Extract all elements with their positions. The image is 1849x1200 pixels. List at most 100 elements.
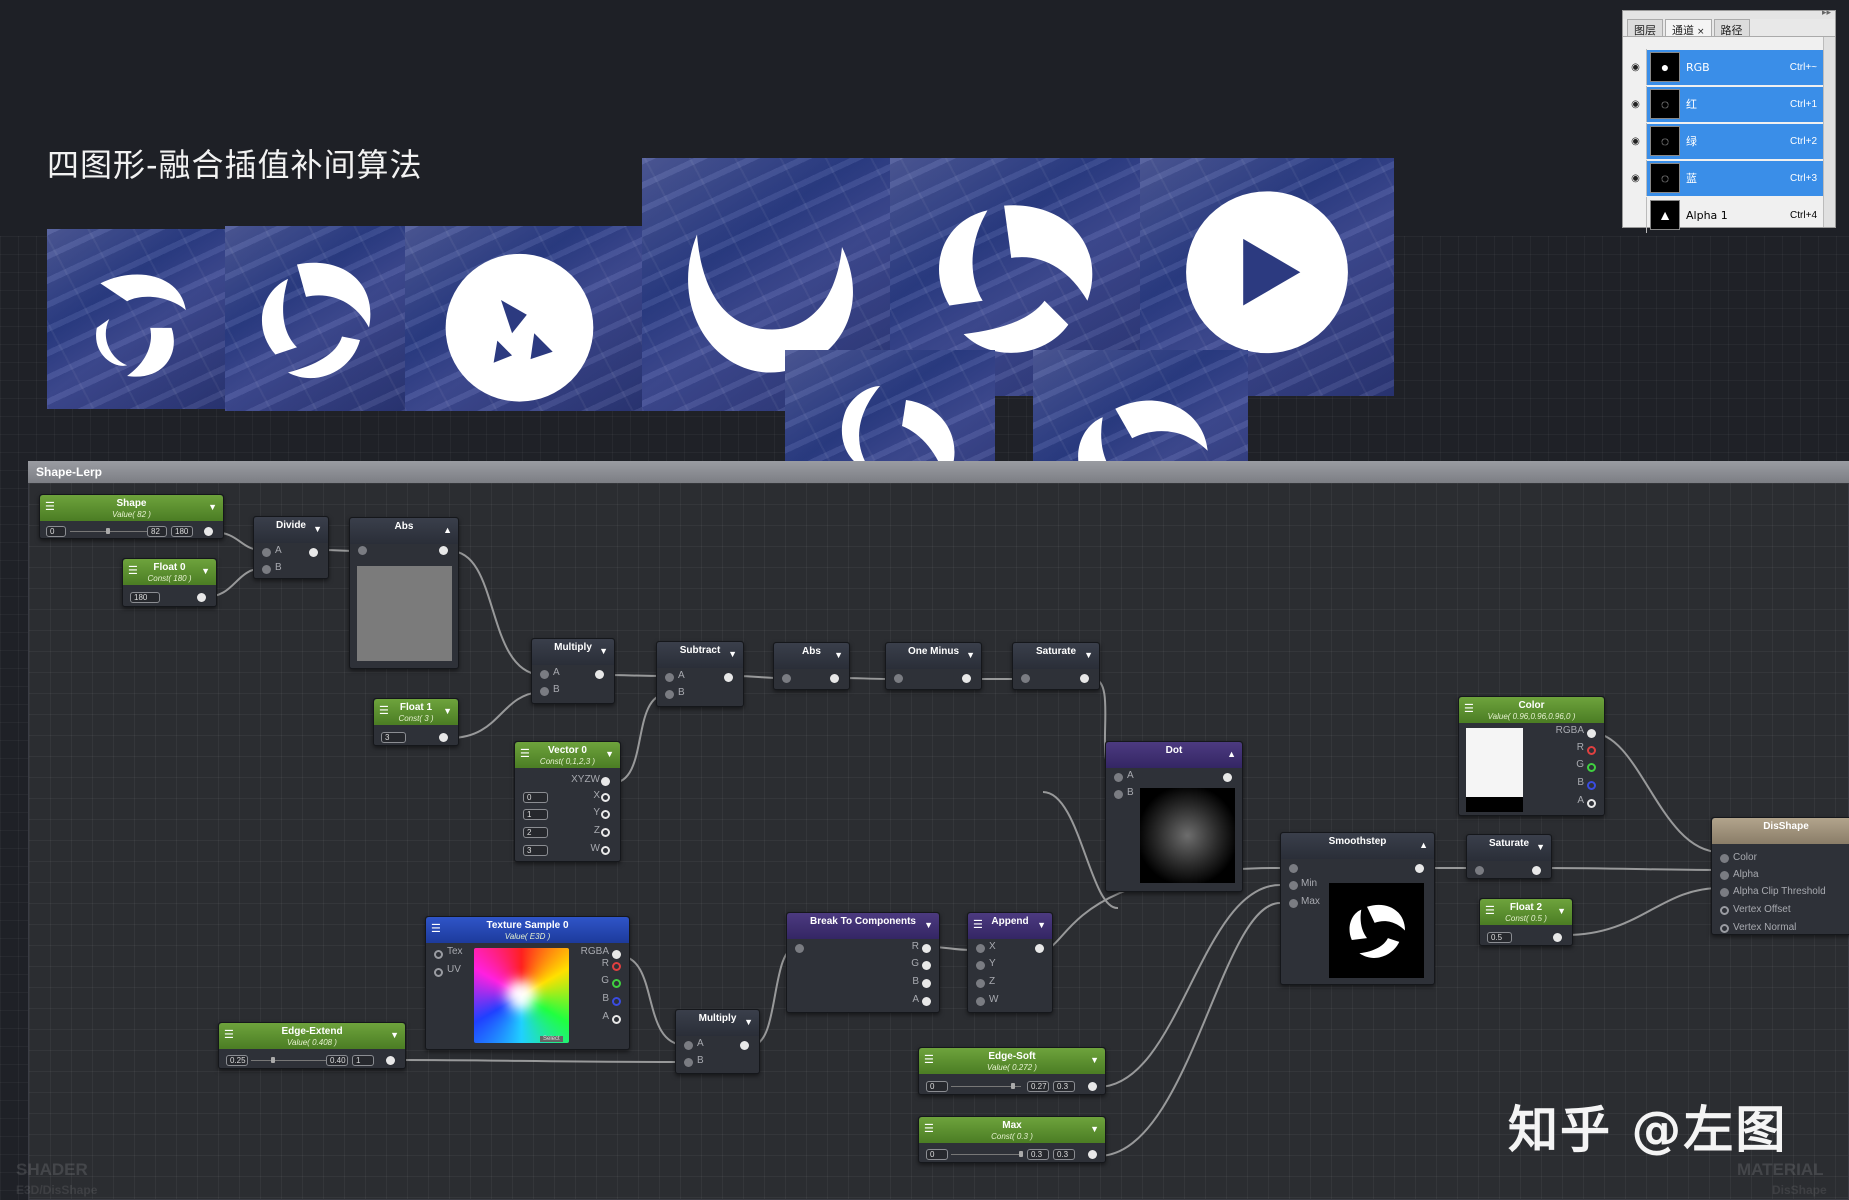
- connector-port[interactable]: [612, 979, 621, 988]
- tab-layers[interactable]: 图层: [1627, 19, 1663, 37]
- chevron-down-icon[interactable]: ▼: [1536, 842, 1545, 852]
- value-field[interactable]: 180: [130, 592, 160, 603]
- divide-node-header[interactable]: Divide▼: [254, 517, 328, 543]
- connector-port[interactable]: [204, 527, 213, 536]
- break-node-header[interactable]: Break To Components▼: [787, 913, 939, 939]
- connector-port[interactable]: [612, 962, 621, 971]
- menu-icon[interactable]: ☰: [520, 748, 530, 760]
- connector-port[interactable]: [976, 997, 985, 1006]
- value-field[interactable]: 0: [926, 1149, 948, 1160]
- connector-port[interactable]: [922, 944, 931, 953]
- connector-port[interactable]: [309, 548, 318, 557]
- menu-icon[interactable]: ☰: [379, 705, 389, 717]
- connector-port[interactable]: [1553, 933, 1562, 942]
- connector-port[interactable]: [976, 961, 985, 970]
- chevron-down-icon[interactable]: ▼: [728, 649, 737, 659]
- value-field[interactable]: 0.40: [326, 1055, 348, 1066]
- value-field[interactable]: 0.3: [1027, 1149, 1049, 1160]
- slider-handle[interactable]: [1019, 1151, 1023, 1157]
- chevron-down-icon[interactable]: ▼: [966, 650, 975, 660]
- connector-port[interactable]: [540, 687, 549, 696]
- abs2-node-header[interactable]: Abs▼: [774, 643, 849, 669]
- value-field[interactable]: 3: [523, 845, 548, 856]
- value-field[interactable]: 0: [46, 526, 66, 537]
- menu-icon[interactable]: ☰: [1485, 905, 1495, 917]
- value-field[interactable]: 0.5: [1487, 932, 1512, 943]
- color-swatch[interactable]: [1466, 728, 1523, 812]
- connector-port[interactable]: [1114, 790, 1123, 799]
- connector-port[interactable]: [976, 944, 985, 953]
- connector-port[interactable]: [540, 670, 549, 679]
- connector-port[interactable]: [1720, 906, 1729, 915]
- connector-port[interactable]: [1587, 729, 1596, 738]
- chevron-down-icon[interactable]: ▼: [390, 1030, 399, 1040]
- connector-port[interactable]: [595, 670, 604, 679]
- connector-port[interactable]: [1289, 864, 1298, 873]
- connector-port[interactable]: [665, 673, 674, 682]
- connector-port[interactable]: [612, 997, 621, 1006]
- chevron-up-icon[interactable]: ▲: [1419, 840, 1428, 850]
- connector-port[interactable]: [439, 546, 448, 555]
- connector-port[interactable]: [740, 1041, 749, 1050]
- connector-port[interactable]: [922, 997, 931, 1006]
- connector-port[interactable]: [1475, 866, 1484, 875]
- connector-port[interactable]: [1021, 674, 1030, 683]
- connector-port[interactable]: [1088, 1082, 1097, 1091]
- connector-port[interactable]: [1587, 763, 1596, 772]
- connector-port[interactable]: [1035, 944, 1044, 953]
- connector-port[interactable]: [1587, 799, 1596, 808]
- connector-port[interactable]: [439, 733, 448, 742]
- connector-port[interactable]: [1114, 773, 1123, 782]
- connector-port[interactable]: [1532, 866, 1541, 875]
- value-slider[interactable]: [951, 1154, 1021, 1155]
- connector-port[interactable]: [1289, 899, 1298, 908]
- close-icon[interactable]: ×: [1697, 27, 1705, 37]
- value-field[interactable]: 0: [926, 1081, 948, 1092]
- connector-port[interactable]: [922, 961, 931, 970]
- value-field[interactable]: 0: [523, 792, 548, 803]
- chevron-down-icon[interactable]: ▼: [744, 1017, 753, 1027]
- slider-handle[interactable]: [106, 528, 110, 534]
- connector-port[interactable]: [1289, 881, 1298, 890]
- value-slider[interactable]: [251, 1060, 331, 1061]
- chevron-down-icon[interactable]: ▼: [1557, 906, 1566, 916]
- connector-port[interactable]: [1587, 781, 1596, 790]
- connector-port[interactable]: [782, 674, 791, 683]
- saturate2-node[interactable]: Saturate▼: [1466, 834, 1552, 879]
- connector-port[interactable]: [830, 674, 839, 683]
- connector-port[interactable]: [601, 777, 610, 786]
- value-field[interactable]: 3: [381, 732, 406, 743]
- connector-port[interactable]: [962, 674, 971, 683]
- multiply1-node-header[interactable]: Multiply▼: [532, 639, 614, 665]
- connector-port[interactable]: [386, 1056, 395, 1065]
- tab-paths[interactable]: 路径: [1713, 19, 1750, 37]
- disshape-node-header[interactable]: DisShape: [1712, 818, 1849, 844]
- value-field[interactable]: 1: [352, 1055, 374, 1066]
- chevron-down-icon[interactable]: ▼: [924, 920, 933, 930]
- menu-icon[interactable]: ☰: [128, 565, 138, 577]
- connector-port[interactable]: [262, 565, 271, 574]
- oneminus-node-header[interactable]: One Minus▼: [886, 643, 981, 669]
- value-field[interactable]: 1: [523, 809, 548, 820]
- multiply2-node-header[interactable]: Multiply▼: [676, 1010, 759, 1036]
- value-field[interactable]: 0.3: [1053, 1081, 1075, 1092]
- connector-port[interactable]: [976, 979, 985, 988]
- menu-icon[interactable]: ☰: [973, 919, 983, 931]
- abs2-node[interactable]: Abs▼: [773, 642, 850, 690]
- chevron-down-icon[interactable]: ▼: [1090, 1124, 1099, 1134]
